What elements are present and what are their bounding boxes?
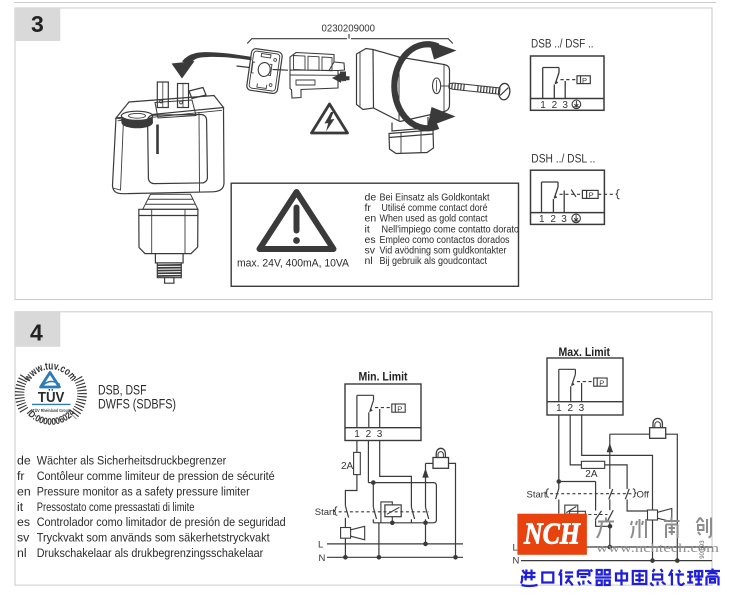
svg-text:3: 3 <box>562 100 568 111</box>
svg-text:3: 3 <box>561 214 567 225</box>
svg-text:fr: fr <box>365 202 372 214</box>
svg-text:DSB ../ DSF ..: DSB ../ DSF .. <box>531 36 594 50</box>
svg-text:1: 1 <box>539 214 545 225</box>
svg-text:0230209000: 0230209000 <box>322 23 376 35</box>
svg-text:DWFS (SDBFS): DWFS (SDBFS) <box>98 396 176 412</box>
svg-text:en: en <box>17 484 31 498</box>
svg-text:max. 24V, 400mA, 10VA: max. 24V, 400mA, 10VA <box>237 257 350 269</box>
svg-text:2: 2 <box>552 100 558 111</box>
svg-text:nl: nl <box>17 546 27 560</box>
svg-text:Start: Start <box>527 490 547 501</box>
svg-text:Vid avödning som guldkontakter: Vid avödning som guldkontakter <box>380 244 507 256</box>
svg-text:2: 2 <box>550 214 556 225</box>
svg-text:P: P <box>397 404 402 413</box>
svg-text:TÜV Rheinland Group: TÜV Rheinland Group <box>33 408 71 413</box>
svg-text:1: 1 <box>556 403 562 414</box>
svg-text:N: N <box>319 553 326 564</box>
svg-text:Pressostato come pressastati d: Pressostato come pressastati di limite <box>37 500 195 514</box>
svg-text:N: N <box>513 555 520 566</box>
svg-text:1: 1 <box>354 429 360 440</box>
svg-text:de: de <box>17 453 31 467</box>
svg-text:90 693: 90 693 <box>700 540 706 559</box>
svg-text:2: 2 <box>366 429 372 440</box>
svg-text:NCH: NCH <box>523 516 581 551</box>
svg-text:1: 1 <box>540 100 546 111</box>
svg-text:DSH ../ DSL ..: DSH ../ DSL .. <box>531 151 595 165</box>
svg-text:Nell'impiego come contatto dor: Nell'impiego come contatto dorato <box>382 223 520 235</box>
svg-text:When used as gold contact: When used as gold contact <box>380 213 488 225</box>
svg-text:2A: 2A <box>341 461 354 472</box>
svg-text:it: it <box>365 223 370 235</box>
svg-text:Drukschakelaar als drukbegrenz: Drukschakelaar als drukbegrenzingsschake… <box>37 546 264 560</box>
svg-text:DSB, DSF: DSB, DSF <box>98 382 147 398</box>
svg-text:Wächter als Sicherheitsdruckbe: Wächter als Sicherheitsdruckbegrenzer <box>37 453 227 467</box>
svg-text:it: it <box>17 500 24 514</box>
svg-text:nl: nl <box>365 255 373 267</box>
svg-text:Contôleur comme limiteur de pr: Contôleur comme limiteur de pression de … <box>37 469 275 483</box>
svg-text:3: 3 <box>31 11 44 37</box>
svg-text:2A: 2A <box>585 469 598 480</box>
svg-text:es: es <box>17 515 30 529</box>
svg-text:de: de <box>365 192 377 204</box>
svg-text:3: 3 <box>377 429 383 440</box>
svg-text:fr: fr <box>17 469 25 483</box>
svg-text:Bij gebruik als goudcontact: Bij gebruik als goudcontact <box>380 255 488 267</box>
svg-text:es: es <box>365 234 376 246</box>
svg-text:Pressure monitor as a safety p: Pressure monitor as a safety pressure li… <box>37 484 250 498</box>
svg-text:2: 2 <box>568 403 574 414</box>
svg-text:www.nchtech.com: www.nchtech.com <box>596 540 719 555</box>
svg-text:P: P <box>599 378 604 387</box>
svg-text:Bei Einsatz als Goldkontakt: Bei Einsatz als Goldkontakt <box>380 192 490 204</box>
svg-text:Start: Start <box>315 507 335 518</box>
svg-text:Off: Off <box>637 490 650 501</box>
svg-text:sv: sv <box>365 244 376 256</box>
svg-text:Empleo como contactos dorados: Empleo como contactos dorados <box>380 234 510 246</box>
svg-text:Max. Limit: Max. Limit <box>559 347 611 359</box>
svg-text:L: L <box>513 542 518 553</box>
svg-text:Min. Limit: Min. Limit <box>359 371 408 383</box>
svg-text:Tryckvakt som används som säke: Tryckvakt som används som säkerhetstryck… <box>37 531 271 545</box>
svg-text:Controlador como limitador de: Controlador como limitador de presión de… <box>37 515 286 529</box>
svg-text:TÜV: TÜV <box>38 389 65 406</box>
svg-text:P: P <box>589 191 594 200</box>
svg-text:en: en <box>365 213 377 225</box>
svg-text:Utilisé comme contact doré: Utilisé comme contact doré <box>382 202 488 214</box>
svg-text:sv: sv <box>17 531 30 545</box>
svg-text:3: 3 <box>579 403 585 414</box>
svg-text:L: L <box>318 539 323 550</box>
svg-text:4: 4 <box>30 320 43 346</box>
svg-text:P: P <box>582 76 587 85</box>
